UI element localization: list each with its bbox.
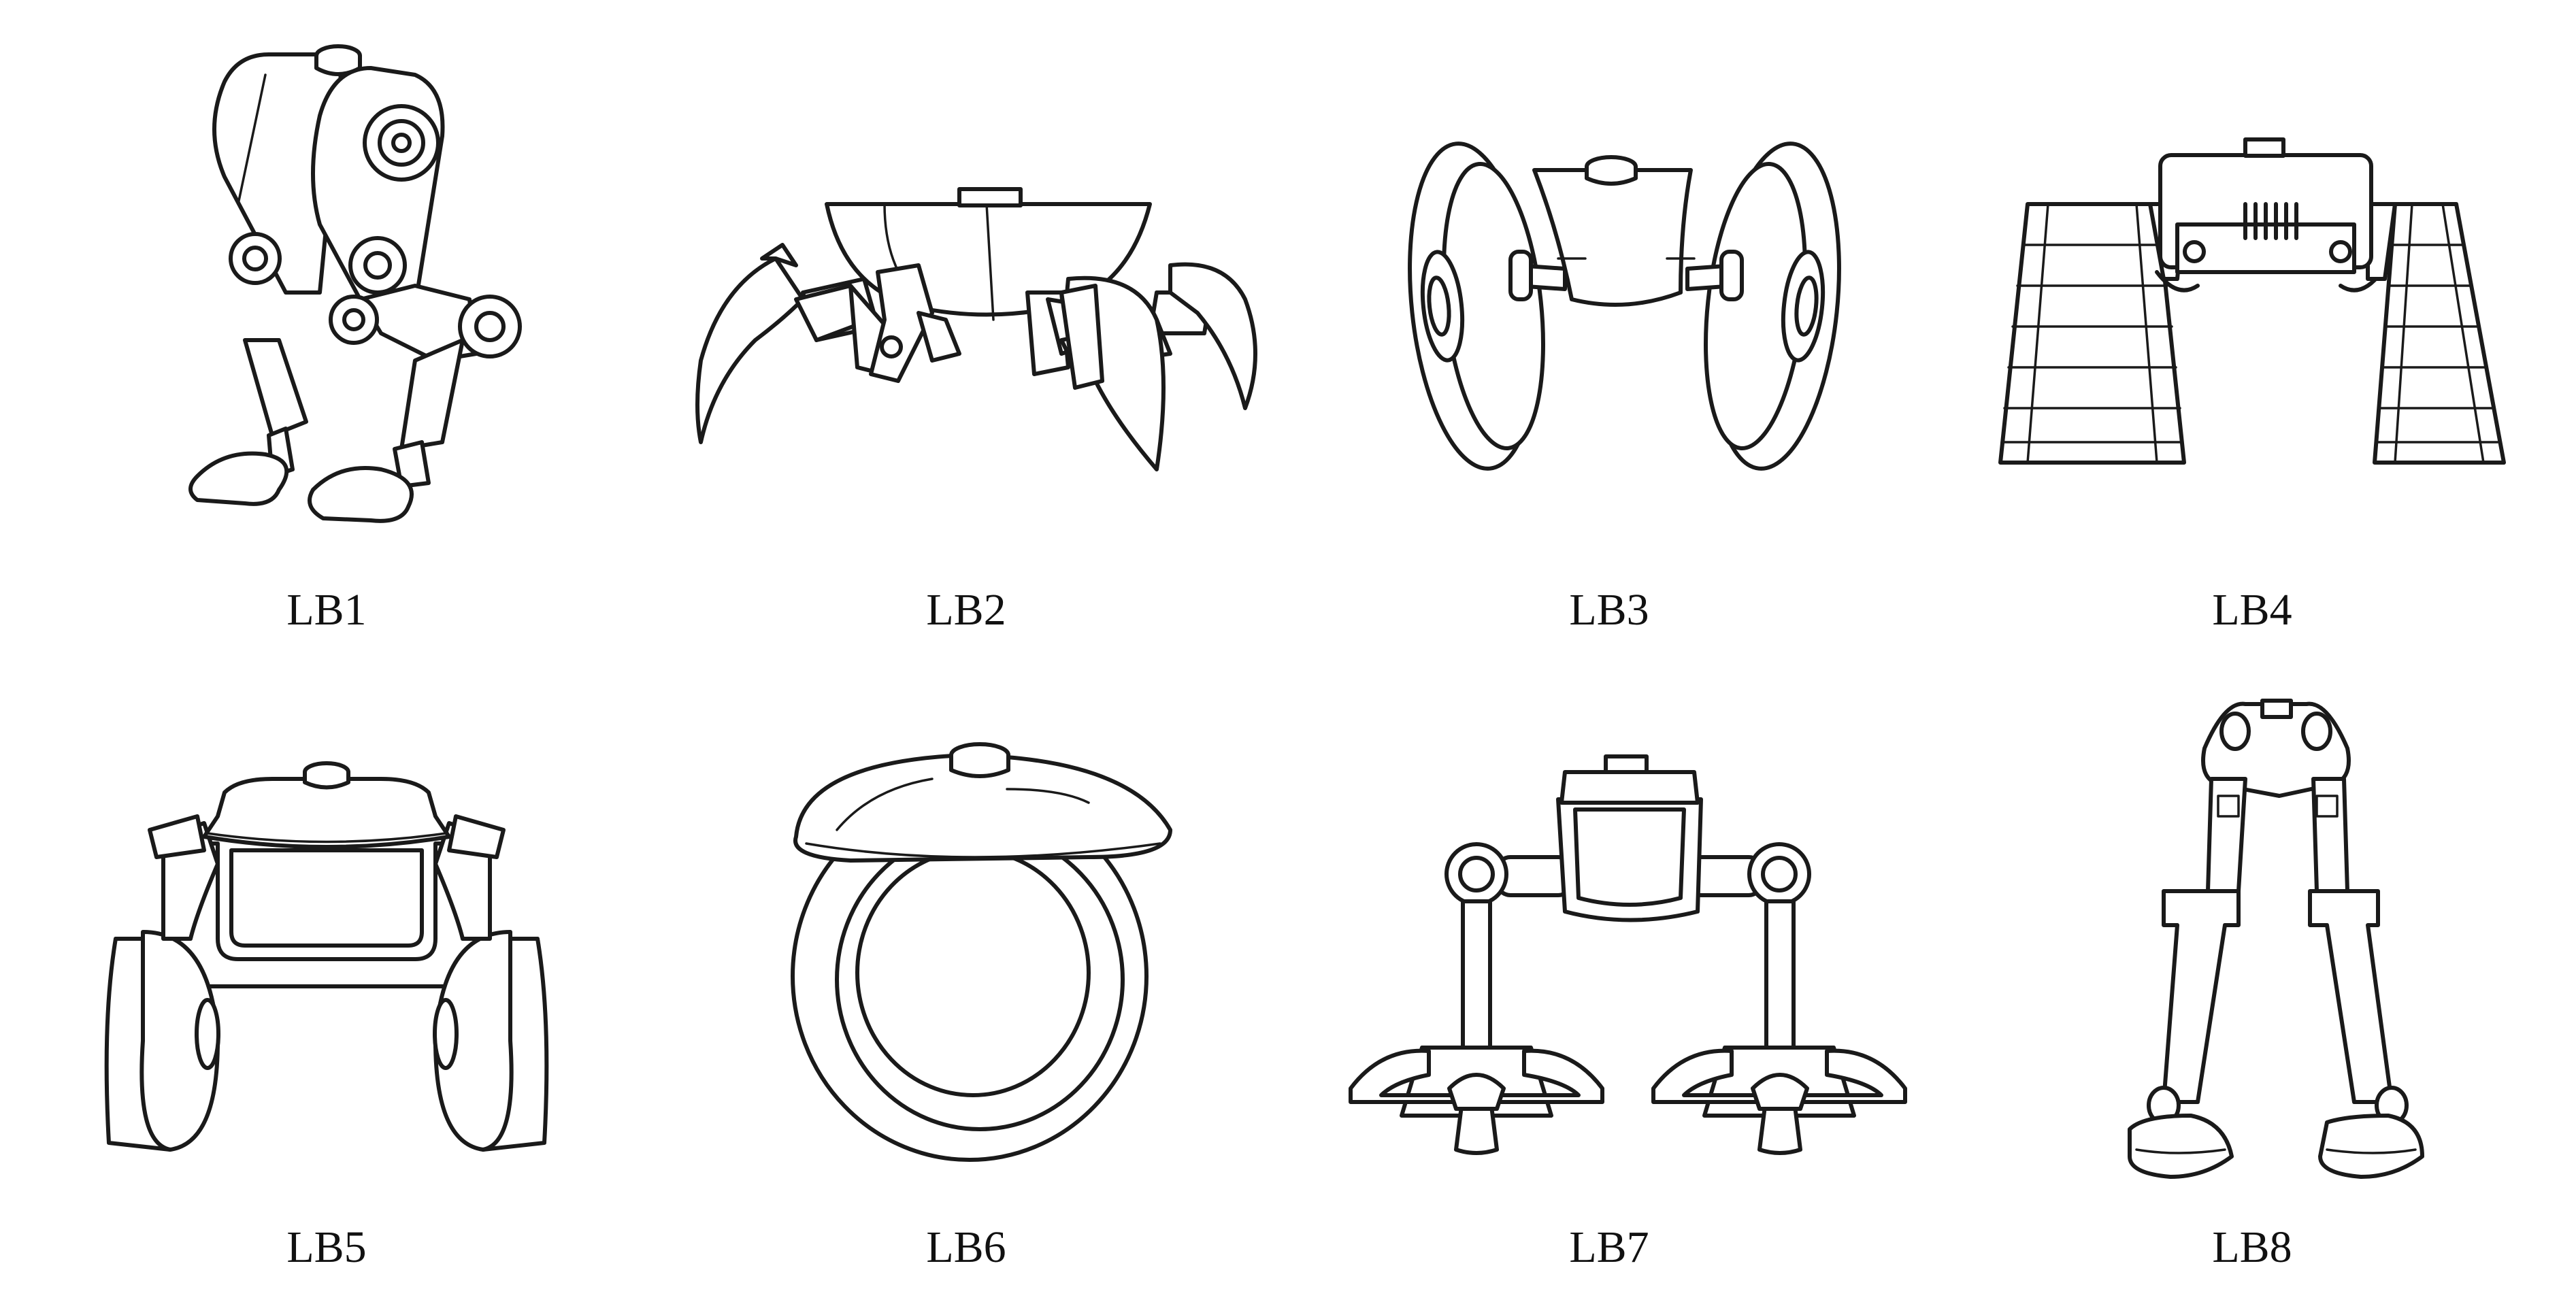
panel-label-lb7: LB7 [1569,1222,1649,1272]
panel-label-lb2: LB2 [926,585,1006,635]
panel-label-lb6: LB6 [926,1222,1006,1272]
four-wheel-base-icon [104,761,549,1152]
panel-label-lb4: LB4 [2212,585,2292,635]
tank-tracks-icon [1998,137,2506,465]
panel-label-lb1: LB1 [286,585,366,635]
panel-label-lb8: LB8 [2212,1222,2292,1272]
monowheel-icon [791,742,1172,1162]
spider-legs-icon [695,187,1257,471]
walker-feet-icon [1349,754,1907,1155]
two-wheel-base-icon [1408,141,1841,471]
long-legs-icon [2128,699,2424,1179]
panel-label-lb3: LB3 [1569,585,1649,635]
biped-legs-icon [188,44,522,523]
panel-label-lb5: LB5 [286,1222,366,1272]
